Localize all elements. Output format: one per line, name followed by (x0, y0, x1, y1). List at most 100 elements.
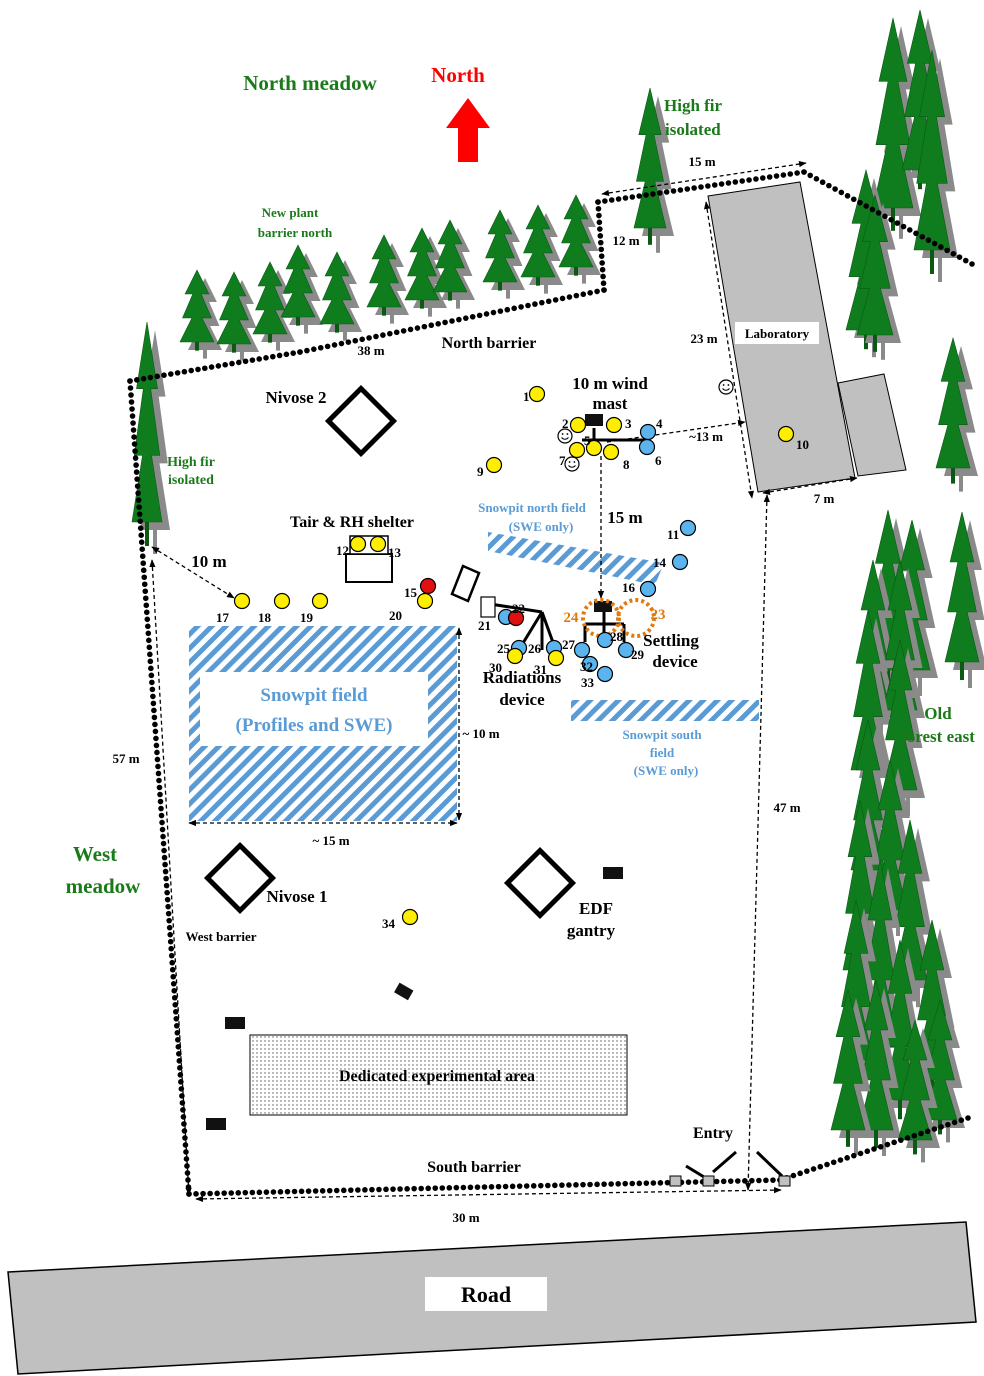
north-label: North (431, 63, 485, 87)
sensor-9[interactable] (485, 456, 503, 474)
barrier-bead (312, 1188, 319, 1194)
snowpit-field-label-box (200, 672, 428, 746)
barrier-bead (195, 366, 201, 373)
dedicated-area (249, 1034, 628, 1116)
barrier-bead (174, 370, 181, 376)
sensor-20[interactable] (416, 592, 434, 610)
barrier-bead (857, 199, 863, 206)
barrier-bead (670, 188, 677, 194)
sensor-7[interactable] (568, 441, 586, 459)
barrier-bead (918, 1130, 924, 1137)
barrier-bead (596, 219, 603, 226)
barrier-bead (319, 1188, 326, 1194)
sensor-27[interactable] (573, 641, 591, 659)
sensor-6[interactable] (638, 438, 656, 456)
west-barrier-label: West barrier (185, 929, 256, 944)
barrier-bead (763, 1177, 769, 1184)
sensor-label-32: 32 (580, 659, 593, 674)
sensor-32[interactable] (581, 655, 599, 673)
barrier-bead (283, 351, 290, 358)
observer-smiley-icon (718, 379, 734, 395)
barrier-bead (453, 1184, 460, 1191)
sensor-34[interactable] (401, 908, 419, 926)
edf-label-2: gantry (567, 921, 616, 940)
barrier-bead (685, 1179, 692, 1185)
sensor-2[interactable] (569, 416, 587, 434)
barrier-bead (145, 623, 151, 630)
barrier-bead (931, 1126, 938, 1132)
barrier-bead (129, 406, 135, 412)
sensor-label-11: 11 (667, 527, 679, 542)
barrier-bead (790, 1172, 797, 1179)
fir-tree-icon (280, 244, 323, 334)
fir-tree-icon (882, 639, 925, 816)
fir-tree-icon (858, 979, 901, 1156)
radiations-label-2: device (499, 690, 545, 709)
sensor-14[interactable] (671, 553, 689, 571)
barrier-bead (169, 959, 176, 966)
fir-tree-icon (830, 989, 873, 1155)
barrier-bead (168, 952, 175, 959)
sensor-5[interactable] (585, 439, 603, 457)
barrier-bead (158, 812, 165, 819)
sensor-8[interactable] (602, 443, 620, 461)
sensor-11[interactable] (679, 519, 697, 537)
distance-15m-top: 15 m (688, 154, 715, 169)
sensor-17[interactable] (233, 592, 251, 610)
sensor-18[interactable] (273, 592, 291, 610)
barrier-bead (165, 903, 171, 910)
sensor-10[interactable] (777, 425, 795, 443)
barrier-bead (599, 260, 605, 266)
barrier-bead (208, 364, 215, 370)
laboratory-label: Laboratory (745, 326, 810, 341)
barrier-bead (525, 302, 531, 309)
sensor-31[interactable] (547, 649, 565, 667)
sensor-16[interactable] (639, 580, 657, 598)
barrier-bead (552, 1182, 558, 1189)
sensor-33[interactable] (596, 665, 614, 683)
barrier-bead (599, 266, 606, 273)
barrier-bead (149, 686, 156, 693)
barrier-bead (159, 826, 166, 833)
sensor-4[interactable] (639, 423, 657, 441)
fir-tree-icon (856, 193, 901, 360)
barrier-bead (787, 171, 794, 177)
barrier-bead (256, 356, 263, 362)
fir-tree-icon (935, 336, 978, 492)
sensor-1[interactable] (528, 385, 546, 403)
sensor-22[interactable] (507, 609, 525, 627)
sensor-13[interactable] (369, 535, 387, 553)
distance-47m: 47 m (773, 800, 800, 815)
barrier-bead (657, 1180, 664, 1186)
barrier-bead (304, 347, 310, 354)
barrier-bead (597, 226, 603, 232)
sensor-29[interactable] (617, 641, 635, 659)
snowpit-south-label-2: field (650, 745, 675, 760)
barrier-bead (483, 311, 490, 317)
sensor-label-31: 31 (534, 662, 547, 677)
sensor-3[interactable] (605, 416, 623, 434)
barrier-bead (157, 791, 163, 798)
sensor-12[interactable] (349, 535, 367, 553)
barrier-bead (597, 239, 604, 246)
entry-gate[interactable] (685, 1150, 784, 1179)
barrier-bead (857, 1150, 864, 1157)
barrier-bead (720, 1178, 727, 1185)
barrier-bead (481, 1184, 488, 1190)
barrier-bead (938, 1124, 944, 1130)
barrier-bead (383, 1186, 389, 1193)
distance-57m: 57 m (112, 751, 139, 766)
barrier-bead (134, 476, 140, 482)
instrument-box (594, 601, 612, 612)
barrier-bead (270, 1189, 277, 1195)
sensor-15[interactable] (419, 577, 437, 595)
barrier-bead (338, 340, 345, 347)
old-forest-label-2: forest east (901, 727, 975, 746)
barrier-bead (797, 1170, 803, 1177)
sensor-30[interactable] (506, 647, 524, 665)
sensor-28[interactable] (596, 631, 614, 649)
barrier-bead (913, 230, 919, 237)
barrier-bead (713, 1178, 720, 1185)
sensor-19[interactable] (311, 592, 329, 610)
